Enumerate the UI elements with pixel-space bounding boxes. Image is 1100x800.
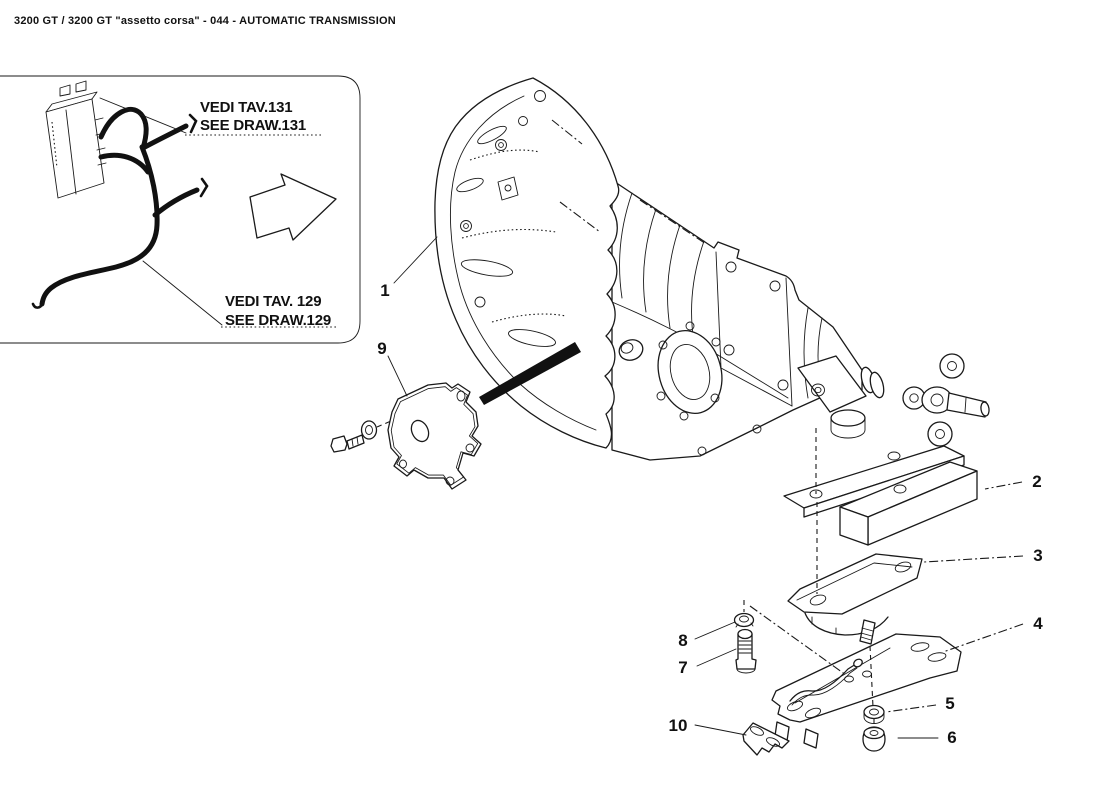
callout-3: 3 — [1033, 546, 1042, 565]
callout-9: 9 — [377, 339, 386, 358]
callout-7: 7 — [678, 658, 687, 677]
output-flange — [902, 353, 990, 447]
washer-drawing — [863, 704, 885, 724]
pointer-arrow-icon — [479, 342, 581, 405]
callout-4: 4 — [1033, 614, 1043, 633]
callout-8: 8 — [678, 631, 687, 650]
spacer-blocks-drawing — [783, 445, 978, 546]
gear-case-outline — [611, 179, 863, 461]
page-title: 3200 GT / 3200 GT "assetto corsa" - 044 … — [14, 15, 396, 27]
crossmember-drawing — [771, 633, 962, 749]
callout-numbers: 1 2 3 4 5 6 7 8 9 10 — [377, 281, 1043, 747]
mount-stud — [859, 619, 876, 645]
rear-support-bracket — [797, 355, 867, 413]
inset-box-border — [0, 75, 361, 344]
direction-arrow-icon — [249, 173, 337, 241]
bolt-drawing — [735, 628, 757, 674]
washer-8-drawing — [733, 612, 755, 628]
ecu-icon — [45, 80, 107, 199]
ref-draw-129-line1: VEDI TAV. 129 — [225, 293, 321, 310]
callout-10: 10 — [669, 716, 688, 735]
transmission-assembly-drawing — [434, 77, 990, 461]
callout-leaders — [387, 236, 1024, 739]
harness-cables-icon — [31, 106, 209, 309]
assembly-axis-lines — [743, 428, 875, 726]
lock-plate-drawing — [742, 722, 790, 756]
rubber-buffer-drawing — [862, 726, 886, 752]
crossmember-rod — [789, 658, 863, 706]
callout-6: 6 — [947, 728, 956, 747]
ref-draw-131-line1: VEDI TAV.131 — [200, 99, 292, 116]
ref-draw-129-line2: SEE DRAW.129 — [225, 312, 331, 329]
bracket-washer — [360, 420, 378, 440]
callout-1: 1 — [380, 281, 389, 300]
bracket-bolt — [330, 434, 365, 453]
bracket-plate — [387, 382, 482, 490]
callout-2: 2 — [1032, 472, 1041, 491]
gearbox-mount-drawing — [787, 553, 923, 645]
bracket-assembly-drawing — [330, 342, 581, 490]
inset-reference-box: VEDI TAV.131 SEE DRAW.131 VEDI TAV. 129 … — [0, 75, 361, 344]
callout-5: 5 — [945, 694, 954, 713]
ref-draw-131-line2: SEE DRAW.131 — [200, 117, 306, 134]
